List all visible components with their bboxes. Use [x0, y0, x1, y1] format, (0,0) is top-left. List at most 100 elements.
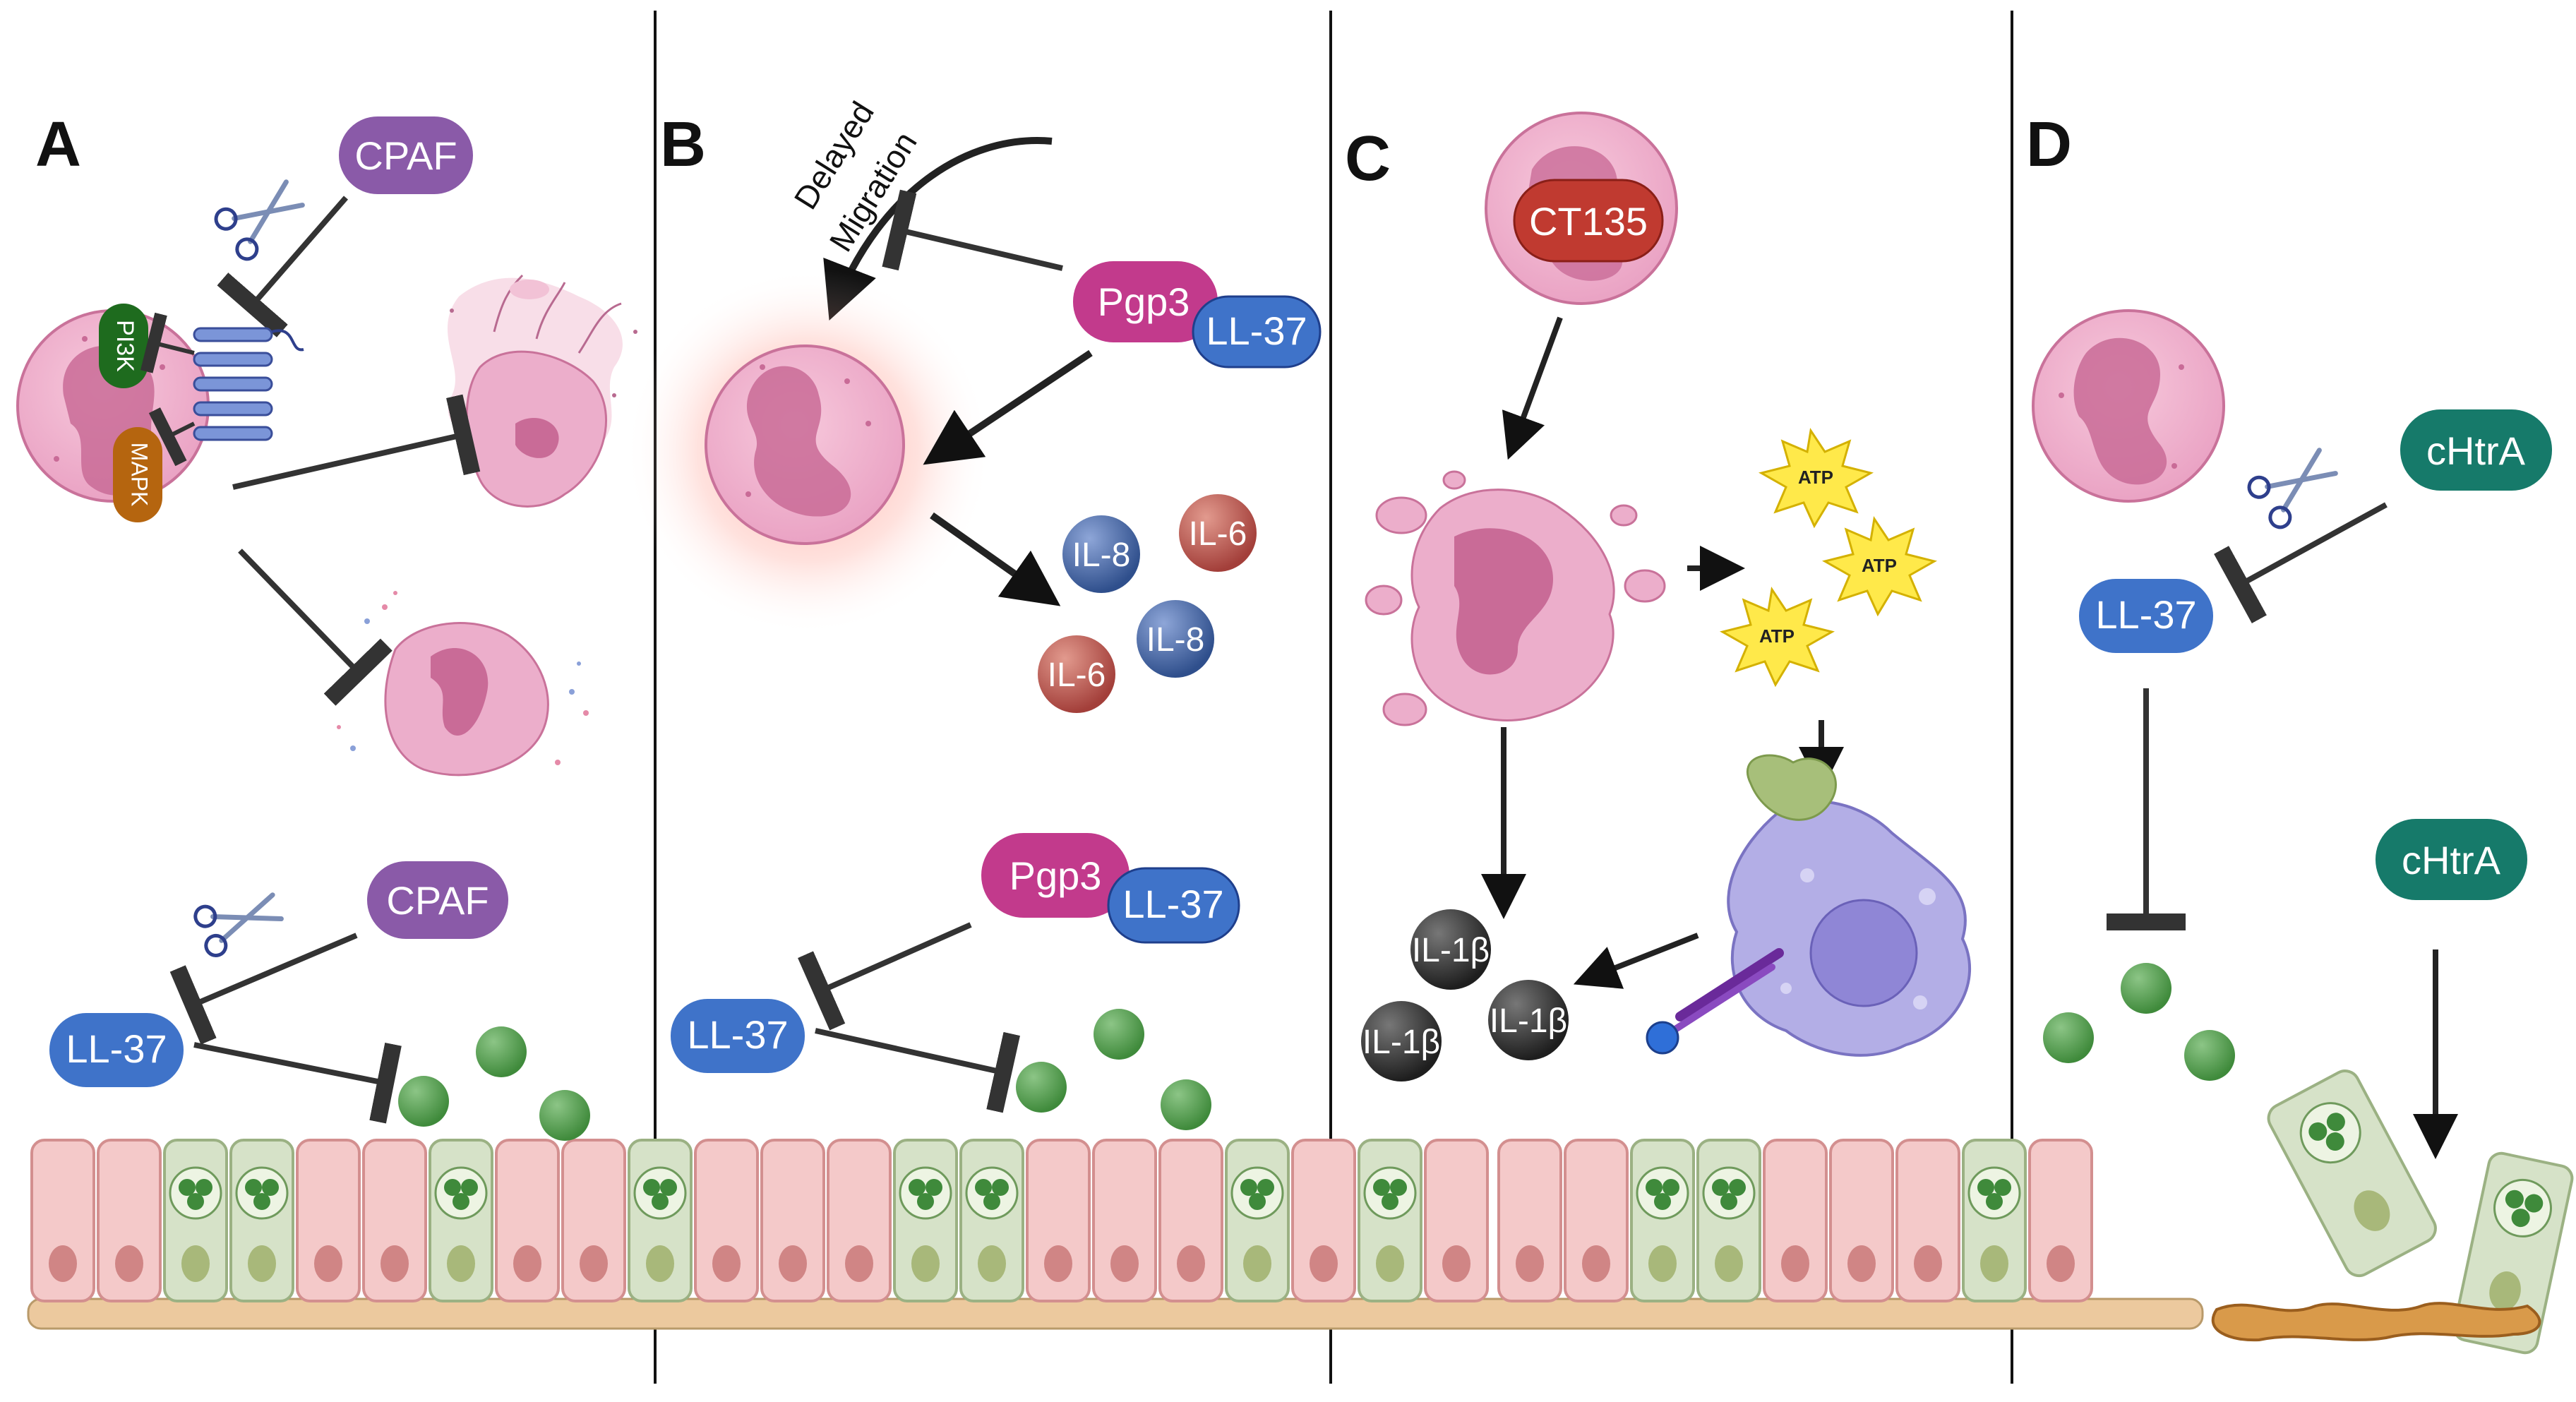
infected-epithelial-cell	[1962, 1139, 2027, 1302]
infected-epithelial-cell	[429, 1139, 493, 1302]
epithelial-cell	[1158, 1139, 1223, 1302]
bacterium-a-3	[539, 1090, 590, 1141]
il8-ball-1	[1062, 515, 1140, 593]
il6-label-1: IL-6	[1189, 515, 1247, 553]
epithelial-cell	[1424, 1139, 1489, 1302]
bacterium-d-2	[2043, 1012, 2094, 1063]
pgp3-bottom-pill	[981, 833, 1130, 918]
delayed-migration-arrow	[823, 137, 1053, 320]
pi3k-pill	[99, 304, 148, 388]
ll37-b-top-label: LL-37	[1206, 308, 1307, 353]
mapk-label: MAPK	[127, 443, 152, 507]
ll37-inhibit-bacteria-a	[193, 1042, 402, 1124]
pgp3-inhibit-ll37	[798, 922, 972, 1031]
atp-label-1: ATP	[1798, 467, 1833, 488]
p2x7-receptor	[1646, 948, 1784, 1055]
neutrophil-cytokine-arrow	[930, 512, 1061, 606]
ct135-arrow	[1502, 316, 1563, 460]
bacterium-d-1	[2121, 963, 2171, 1014]
cpaf-top-label: CPAF	[354, 133, 457, 178]
atp-star-3: ATP	[1720, 587, 1835, 688]
ll37-d-pill	[2079, 579, 2213, 653]
epithelial-cell	[1092, 1139, 1157, 1302]
pgp3-bottom-label: Pgp3	[1010, 853, 1102, 898]
ll37-inhibit-bacteria-b	[815, 1028, 1020, 1113]
il1b-label-1: IL-1β	[1412, 932, 1490, 969]
bacterium-a-1	[398, 1076, 449, 1127]
il8-label-2: IL-8	[1146, 621, 1205, 659]
infected-epithelial-cell	[1630, 1139, 1695, 1302]
ll37-b-pair-label: LL-37	[1122, 882, 1223, 926]
cpaf-top-pill	[339, 116, 473, 194]
epithelial-cell	[1895, 1139, 1960, 1302]
receptor-icon	[193, 327, 304, 441]
epithelial-cell	[1564, 1139, 1629, 1302]
il1b-ball-2	[1361, 1001, 1442, 1082]
il1b-label-2: IL-1β	[1362, 1024, 1440, 1061]
epithelial-cell	[1497, 1139, 1562, 1302]
panel-label-c: C	[1345, 124, 1391, 194]
infected-epithelial-cell	[163, 1139, 228, 1302]
atp-label-2: ATP	[1862, 555, 1897, 576]
detached-infected-cell-1	[2267, 1070, 2437, 1278]
cpaf-bottom-label: CPAF	[386, 878, 489, 923]
ll37-b-pair-pill	[1107, 867, 1240, 944]
epithelial-cell	[1829, 1139, 1894, 1302]
panel-a: CPAF PI3K MAPK	[16, 116, 637, 1141]
infected-epithelial-cell	[628, 1139, 693, 1302]
infected-epithelial-cell	[1696, 1139, 1761, 1302]
scissors-icon-lower-a	[193, 892, 284, 957]
il1b-label-3: IL-1β	[1490, 1002, 1567, 1040]
infected-epithelial-cell	[959, 1139, 1024, 1302]
il6-label-2: IL-6	[1048, 657, 1106, 694]
panel-b: Delayed Migration Pgp3 LL-37 IL-8 IL-6 I…	[625, 95, 1322, 1130]
receptor-pi3k-inhibit	[140, 312, 195, 373]
epithelial-cell	[362, 1139, 427, 1302]
panel-c: CT135 ATP ATP ATP	[1361, 112, 1971, 1082]
net-structure	[447, 274, 637, 508]
epithelial-cell	[694, 1139, 759, 1302]
epithelial-cell	[827, 1139, 892, 1302]
damaged-epithelium-debris	[2211, 1302, 2541, 1342]
infected-epithelial-cell	[229, 1139, 294, 1302]
pi3k-label: PI3K	[112, 320, 138, 372]
macrophage-il1b-arrow	[1573, 933, 1699, 989]
atp-star-1: ATP	[1759, 428, 1874, 529]
infected-epithelial-cell	[1358, 1139, 1422, 1302]
lysed-neutrophil	[337, 591, 589, 777]
il8-label-1: IL-8	[1072, 537, 1131, 574]
chtra-bottom-label: cHtrA	[2402, 838, 2501, 882]
ct135-pill	[1513, 179, 1664, 263]
cpaf-bottom-pill	[367, 861, 508, 939]
pgp3-inhibit-migration	[882, 189, 1063, 271]
neutrophil-inhibit-net-line	[232, 394, 481, 490]
chtra-top-pill	[2400, 409, 2552, 491]
epithelial-cell	[495, 1139, 560, 1302]
neutrophil-d	[2032, 309, 2225, 503]
panel-label-d: D	[2026, 109, 2072, 180]
epithelial-cell	[296, 1139, 361, 1302]
panel-label-a: A	[35, 109, 81, 180]
bacterium-b-3	[1161, 1079, 1211, 1130]
cpaf-inhibit-ll37-line	[169, 933, 358, 1045]
il6-ball-2	[1038, 635, 1115, 713]
atp-label-3: ATP	[1759, 625, 1795, 647]
ll37-d-label: LL-37	[2095, 592, 2196, 637]
il8-ball-2	[1137, 600, 1214, 678]
il1b-ball-3	[1488, 980, 1569, 1060]
receptor-mapk-inhibit	[148, 407, 196, 467]
neutrophil-inhibit-lysis-line	[238, 549, 393, 706]
epithelial-cell	[760, 1139, 825, 1302]
ct135-label: CT135	[1529, 199, 1648, 244]
ll37-a-label: LL-37	[66, 1026, 167, 1071]
ll37-b-left-label: LL-37	[687, 1012, 788, 1057]
epithelial-cell	[1026, 1139, 1091, 1302]
chtra-top-label: cHtrA	[2426, 429, 2526, 473]
epithelial-cell	[97, 1139, 162, 1302]
panel-label-b: B	[660, 109, 706, 180]
cpaf-inhibit-receptor-line	[217, 196, 349, 337]
panel-d: cHtrA LL-37 cHtrA	[2032, 309, 2552, 1159]
macrophage	[1727, 754, 1971, 1057]
infected-epithelial-cell	[893, 1139, 958, 1302]
